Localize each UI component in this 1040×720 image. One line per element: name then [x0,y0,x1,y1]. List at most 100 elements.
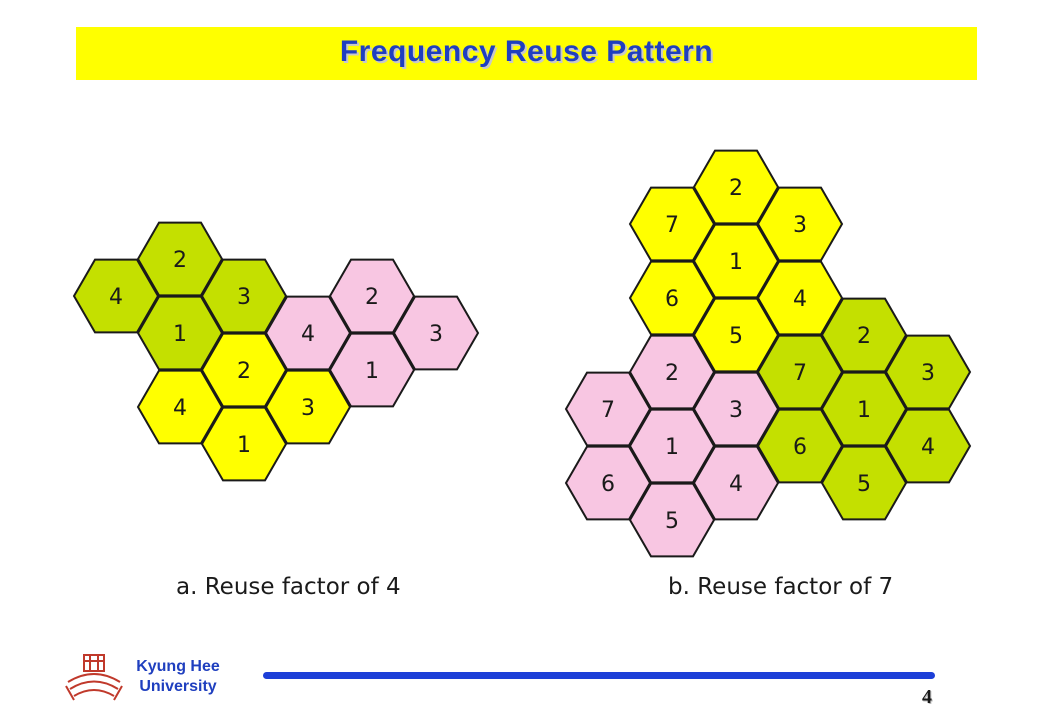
hex-cell [136,369,224,445]
reuse7-cell-11: 1 [628,408,716,484]
hex-cell-label: 2 [665,361,679,386]
hex-cell-label: 2 [237,359,251,384]
reuse4-cell-7: 3 [264,369,352,445]
hex-cell-label: 6 [665,287,679,312]
hex-cell [628,408,716,484]
reuse7-cell-2: 7 [628,186,716,262]
reuse7-cell-3: 3 [756,186,844,262]
hex-cell [328,258,416,334]
hex-cell-label: 4 [301,322,315,347]
hex-cell-label: 3 [921,361,935,386]
hex-cell-label: 1 [365,359,379,384]
reuse7-cell-19: 6 [756,408,844,484]
reuse7-cell-18: 1 [820,371,908,447]
title-bar: Frequency Reuse Pattern [76,27,977,80]
hex-cell [692,223,780,299]
hex-cell [628,482,716,558]
reuse7-cell-10: 3 [692,371,780,447]
hex-cell-label: 6 [793,435,807,460]
reuse4-cell-9: 4 [264,295,352,371]
hex-cell-label: 5 [857,472,871,497]
hex-cell [820,445,908,521]
hex-cell-label: 2 [173,248,187,273]
reuse4-cell-1: 2 [136,221,224,297]
reuse7-cell-20: 4 [884,408,972,484]
reuse4-cell-2: 4 [72,258,160,334]
university-name-line2: University [139,678,217,695]
hex-cell [692,371,780,447]
hex-cell-label: 5 [665,509,679,534]
hex-cell [884,408,972,484]
reuse4-cell-11: 3 [392,295,480,371]
hex-cell [820,371,908,447]
hex-cell-label: 3 [429,322,443,347]
hex-cell-label: 5 [729,324,743,349]
hex-cell [628,260,716,336]
reuse4-cell-3: 3 [200,258,288,334]
page-number: 4 [922,686,932,708]
reuse7-cell-14: 5 [628,482,716,558]
university-logo-icon [65,654,123,701]
reuse4-cell-5: 2 [200,332,288,408]
hex-cell [628,334,716,410]
hex-cell [200,258,288,334]
caption-reuse-factor-7: b. Reuse factor of 7 [668,574,894,600]
reuse7-cell-9: 7 [564,371,652,447]
hex-cell-label: 1 [857,398,871,423]
hex-cell [756,186,844,262]
hex-cell [392,295,480,371]
hex-cell-label: 7 [601,398,615,423]
hex-cell-label: 4 [173,396,187,421]
hex-cell [264,369,352,445]
reuse7-cell-17: 3 [884,334,972,410]
hex-cell-label: 1 [173,322,187,347]
footer-divider [263,672,935,679]
reuse7-cell-1: 2 [692,149,780,225]
hex-cell [756,408,844,484]
reuse7-cell-4: 1 [692,223,780,299]
hex-cell-label: 3 [301,396,315,421]
hex-cell [692,149,780,225]
hex-cell-label: 6 [601,472,615,497]
caption-reuse-factor-4: a. Reuse factor of 4 [176,574,401,600]
reuse7-cell-6: 4 [756,260,844,336]
hex-cell-label: 1 [729,250,743,275]
hex-cell [628,186,716,262]
hex-cell-label: 7 [665,213,679,238]
hex-cell-label: 4 [109,285,123,310]
reuse7-cell-5: 6 [628,260,716,336]
hex-cell [820,297,908,373]
hex-cell-label: 3 [237,285,251,310]
hex-cell-label: 7 [793,361,807,386]
reuse7-cell-16: 7 [756,334,844,410]
hex-cell [328,332,416,408]
hex-cell [756,334,844,410]
reuse7-cell-8: 2 [628,334,716,410]
hex-cell-label: 3 [729,398,743,423]
reuse4-cell-8: 1 [200,406,288,482]
hex-cell [136,221,224,297]
university-name-line1: Kyung Hee [136,658,220,675]
hex-cell-label: 2 [857,324,871,349]
hex-cell [200,332,288,408]
hex-cell-label: 1 [237,433,251,458]
reuse7-cell-13: 4 [692,445,780,521]
slide-title: Frequency Reuse Pattern [339,35,714,68]
hex-cell-label: 4 [729,472,743,497]
reuse4-cell-6: 4 [136,369,224,445]
hex-cell-label: 2 [729,176,743,201]
hex-cell [564,445,652,521]
hex-cell [692,297,780,373]
hex-cell [264,295,352,371]
reuse7-cell-15: 2 [820,297,908,373]
reuse4-cell-10: 2 [328,258,416,334]
hex-cell [884,334,972,410]
hex-cell [200,406,288,482]
reuse7-cell-12: 6 [564,445,652,521]
hex-cell-label: 3 [793,213,807,238]
reuse7-cell-21: 5 [820,445,908,521]
hex-cell [136,295,224,371]
